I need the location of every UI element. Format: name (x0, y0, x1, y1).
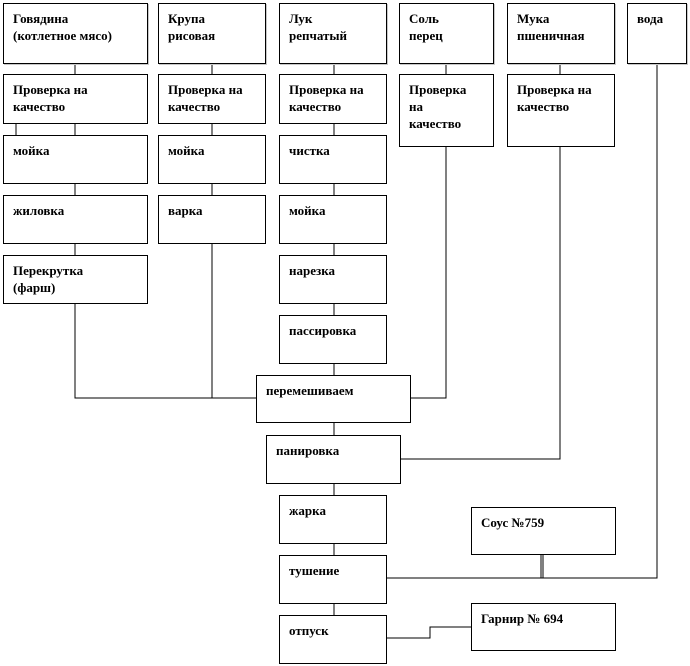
onion-step-sauteing: пассировка (279, 315, 387, 364)
onion-step-quality-check: Проверка на качество (279, 74, 387, 124)
ingredient-salt-pepper: Соль перец (399, 3, 494, 64)
ingredient-onion: Лук репчатый (279, 3, 387, 64)
beef-step-mincing: Перекрутка (фарш) (3, 255, 148, 304)
connector-salt-to-mix (411, 147, 447, 399)
flour-step-quality-check: Проверка на качество (507, 74, 615, 147)
main-step-mixing: перемешиваем (256, 375, 411, 423)
rice-step-washing: мойка (158, 135, 266, 184)
main-step-serving: отпуск (279, 615, 387, 664)
beef-step-trimming: жиловка (3, 195, 148, 244)
connector-garnish-to-serving (387, 626, 471, 639)
onion-step-cutting: нарезка (279, 255, 387, 304)
rice-step-quality-check: Проверка на качество (158, 74, 266, 124)
rice-step-boiling: варка (158, 195, 266, 244)
ingredient-beef: Говядина (котлетное мясо) (3, 3, 148, 64)
connector-flour-to-breading (401, 147, 561, 460)
ingredient-rice: Крупа рисовая (158, 3, 266, 64)
beef-step-washing: мойка (3, 135, 148, 184)
main-step-breading: панировка (266, 435, 401, 484)
main-step-frying: жарка (279, 495, 387, 544)
onion-step-peeling: чистка (279, 135, 387, 184)
onion-step-washing: мойка (279, 195, 387, 244)
connector-beef-to-mix (74, 304, 256, 399)
ingredient-water: вода (627, 3, 687, 64)
connector-water-to-stewing (387, 64, 658, 579)
sauce-box: Соус №759 (471, 507, 616, 555)
ingredient-flour: Мука пшеничная (507, 3, 615, 64)
main-step-stewing: тушение (279, 555, 387, 604)
salt-step-quality-check: Проверка на качество (399, 74, 494, 147)
beef-step-quality-check: Проверка на качество (3, 74, 148, 124)
garnish-box: Гарнир № 694 (471, 603, 616, 651)
